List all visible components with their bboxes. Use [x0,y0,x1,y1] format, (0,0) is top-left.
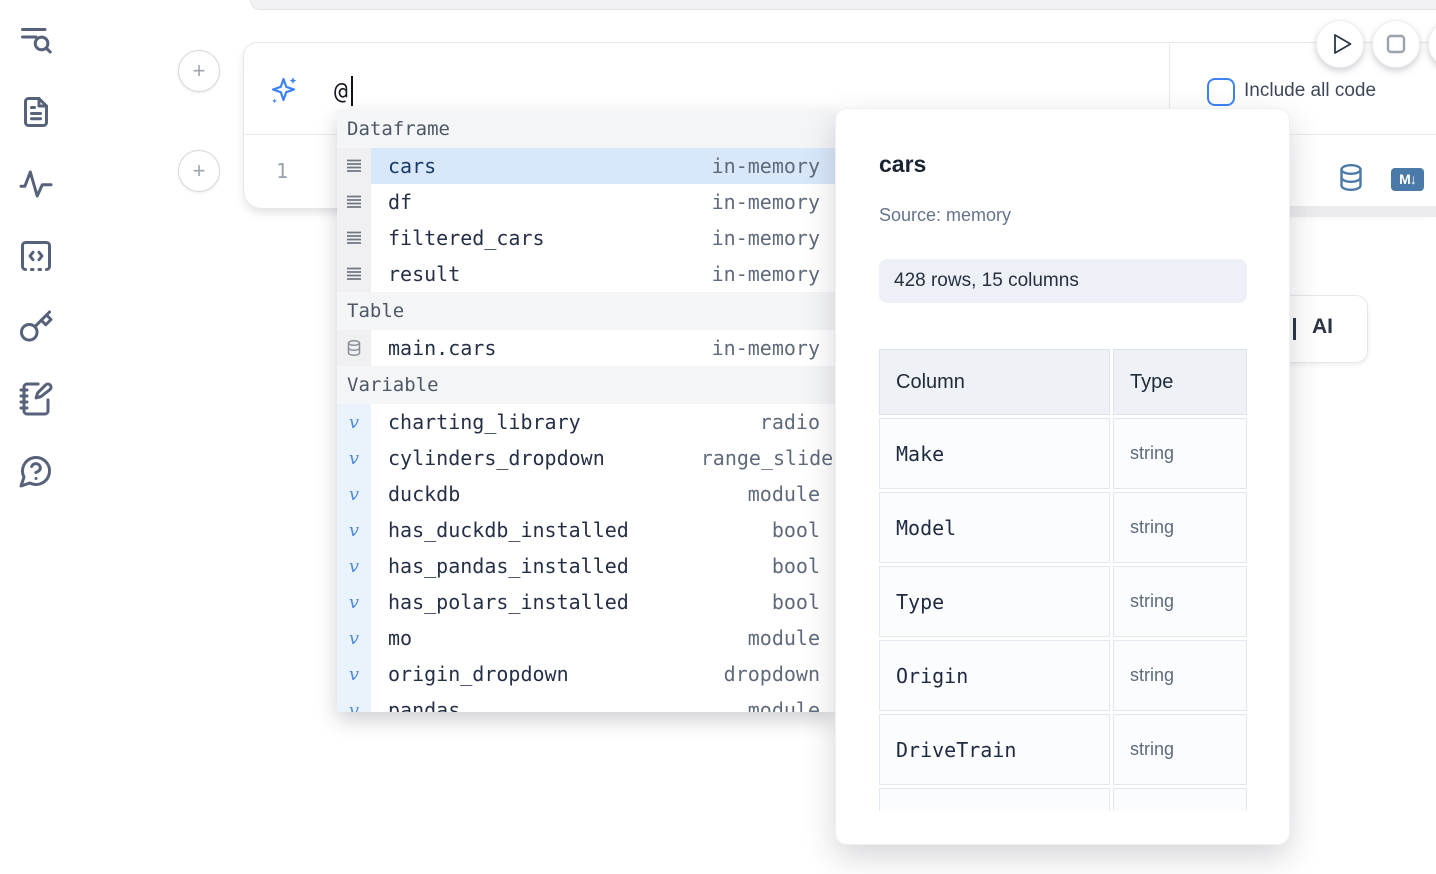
completion-item[interactable]: v has_polars_installedbool [337,584,835,620]
dataframe-rows-icon [346,159,362,173]
table-row-cell: Type [879,566,1110,637]
section-header-variable: Variable [337,366,835,404]
table-database-icon [347,340,361,356]
column-header: Column [879,349,1110,415]
activity-icon[interactable] [18,166,54,202]
completion-item[interactable]: v cylinders_dropdownrange_slider [337,440,835,476]
add-cell-below-button[interactable]: + [178,150,220,192]
ai-button-label: AI [1312,315,1333,339]
table-row-cell-clipped [879,788,1110,811]
dataframe-preview-panel: cars Source: memory 428 rows, 15 columns… [835,108,1290,845]
variable-icon: v [349,592,359,613]
completion-item[interactable]: v duckdbmodule [337,476,835,512]
table-row-cell: Make [879,418,1110,489]
variable-icon: v [349,700,359,713]
add-cell-above-button[interactable]: + [178,50,220,92]
completion-item[interactable]: v origin_dropdowndropdown [337,656,835,692]
variable-icon: v [349,484,359,505]
include-all-code-checkbox[interactable] [1207,78,1235,106]
stop-icon [1373,21,1419,67]
markdown-icon[interactable]: M↓ [1391,168,1424,191]
variable-icon: v [349,556,359,577]
completion-item[interactable]: v pandasmodule [337,692,835,712]
play-icon [1317,21,1363,67]
list-search-icon[interactable] [18,22,54,58]
completion-item[interactable]: resultin-memory [337,256,835,292]
database-panel-icon[interactable] [1337,163,1365,193]
stop-cell-button[interactable] [1372,20,1420,68]
help-chat-icon[interactable] [18,453,54,489]
table-row-cell: Origin [879,640,1110,711]
autocomplete-dropdown: Dataframe carsin-memory dfin-memory filt… [337,110,835,712]
table-row-cell: string [1113,492,1247,563]
table-row-cell: Model [879,492,1110,563]
notebook-pen-icon[interactable] [18,381,54,417]
include-all-code-label[interactable]: Include all code [1244,77,1376,105]
variable-icon: v [349,664,359,685]
completion-item[interactable]: carsin-memory [337,148,835,184]
preview-shape-badge: 428 rows, 15 columns [879,259,1247,303]
variable-icon: v [349,520,359,541]
completion-item[interactable]: main.carsin-memory [337,330,835,366]
completion-item[interactable]: v momodule [337,620,835,656]
key-icon[interactable] [18,309,54,345]
section-header-dataframe: Dataframe [337,110,835,148]
variable-icon: v [349,412,359,433]
dataframe-rows-icon [346,231,362,245]
table-row-cell: string [1113,714,1247,785]
preview-source: Source: memory [879,205,1011,226]
preview-title: cars [879,151,926,178]
table-row-cell: DriveTrain [879,714,1110,785]
ai-sparkles-icon [268,74,300,106]
variable-icon: v [349,628,359,649]
previous-cell-edge [250,0,1436,10]
type-header: Type [1113,349,1247,415]
completion-item[interactable]: v charting_libraryradio [337,404,835,440]
dataframe-rows-icon [346,195,362,209]
text-cursor [351,76,353,106]
table-row-cell-clipped [1113,788,1247,811]
preview-schema-table: Column Type Make string Model string Typ… [879,349,1247,811]
line-number: 1 [271,135,293,208]
clipped-text-fragment [1293,318,1296,340]
file-text-icon[interactable] [18,94,54,130]
code-snippet-icon[interactable] [18,238,54,274]
table-row-cell: string [1113,418,1247,489]
completion-item[interactable]: v has_duckdb_installedbool [337,512,835,548]
completion-item[interactable]: dfin-memory [337,184,835,220]
sidebar [0,0,72,874]
table-row-cell: string [1113,566,1247,637]
dataframe-rows-icon [346,267,362,281]
run-cell-button[interactable] [1316,20,1364,68]
variable-icon: v [349,448,359,469]
section-header-table: Table [337,292,835,330]
completion-item[interactable]: v has_pandas_installedbool [337,548,835,584]
completion-item[interactable]: filtered_carsin-memory [337,220,835,256]
table-row-cell: string [1113,640,1247,711]
prompt-text: @ [334,75,348,111]
